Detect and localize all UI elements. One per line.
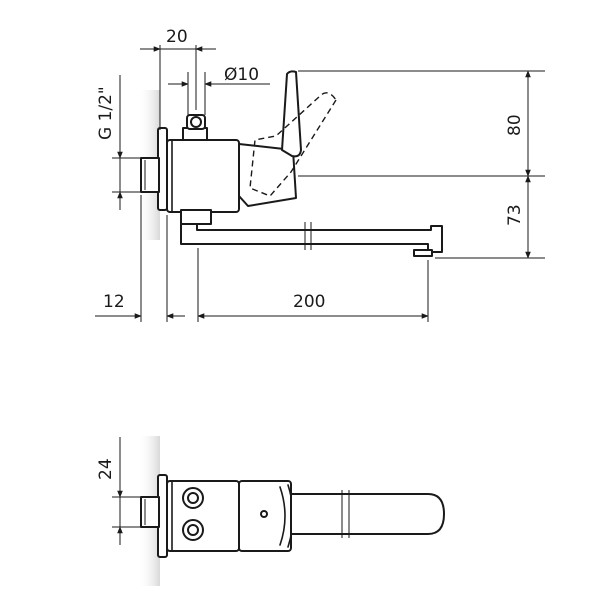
dim-spout-height: 73 xyxy=(505,204,525,226)
dim-bottom-width: 24 xyxy=(96,458,116,480)
top-view: 24 xyxy=(96,436,445,586)
spout-top xyxy=(290,493,445,535)
dim-handle-height: 80 xyxy=(505,114,525,136)
mixer-body xyxy=(166,139,240,213)
valve-hot xyxy=(182,487,204,509)
dim-spout-length: 200 xyxy=(293,292,325,312)
lever-handle xyxy=(281,70,302,158)
side-view: 20 Ø10 G 1/2" 80 73 12 200 xyxy=(95,27,545,322)
dim-diameter: Ø10 xyxy=(224,65,259,85)
dim-wall-offset: 12 xyxy=(103,292,125,312)
spout-aerator xyxy=(413,249,433,257)
lever-open-position xyxy=(249,92,337,197)
inlet-pipe xyxy=(140,157,160,193)
inlet-pipe-top xyxy=(140,496,160,528)
valve-nut xyxy=(182,114,208,141)
valve-cold xyxy=(182,519,204,541)
mixer-body-top xyxy=(166,480,240,552)
dim-top-width: 20 xyxy=(166,27,188,47)
body-base xyxy=(180,209,212,225)
dim-thread: G 1/2" xyxy=(96,86,116,140)
